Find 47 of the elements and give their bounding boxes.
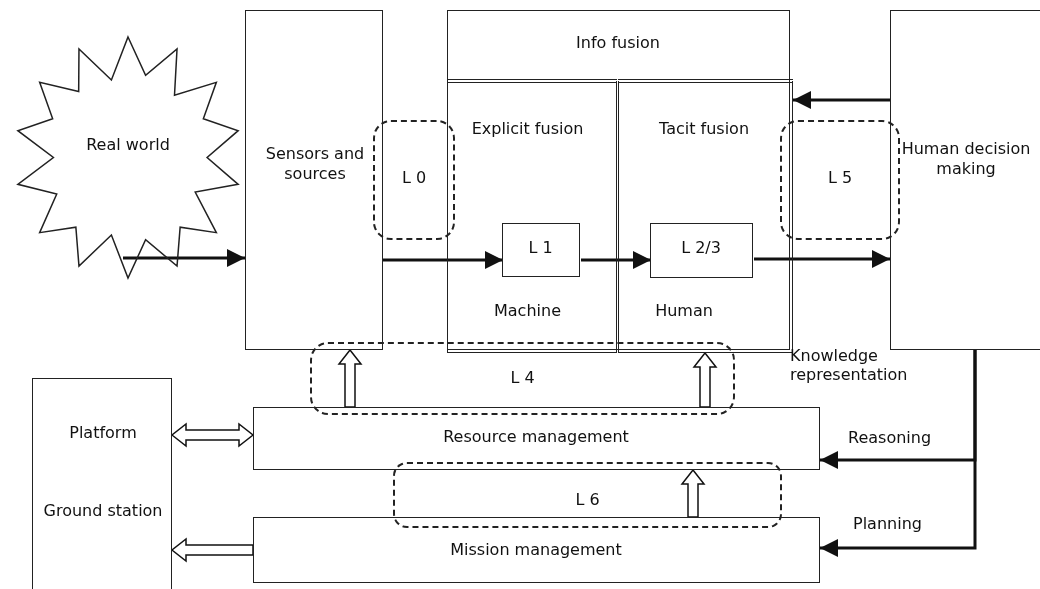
edge-label: Reasoning [848,428,932,448]
arrow [383,251,503,269]
process-box [890,10,1040,350]
arrow [793,91,890,109]
hollow-arrow [680,468,706,518]
process-box [502,223,580,277]
dashed-region [393,462,782,528]
hollow-arrow [170,422,255,448]
process-box [245,10,383,350]
arrow [754,250,890,268]
node-label: L 5 [826,168,854,188]
node-label: Explicit fusion [470,119,585,139]
dashed-region [780,120,900,240]
node-label: Machine [493,301,562,321]
process-box [447,10,790,350]
node-label: L 4 [509,368,536,388]
starburst-node [13,35,243,280]
node-label: Resource management [442,427,630,447]
node-label: Human decision making [901,139,1031,179]
arrow [581,251,651,269]
process-box [32,378,172,589]
node-label: Tacit fusion [659,119,749,139]
node-label: Platform [68,423,138,443]
process-box [650,223,753,278]
hollow-arrow [337,348,363,408]
node-label: Human [654,301,714,321]
node-label: Mission management [449,540,623,560]
arrow [820,350,977,557]
node-label: L 2/3 [680,238,722,258]
arrow [123,249,245,267]
annotation-label: Knowledge representation [790,346,909,385]
dashed-region [373,120,455,240]
section-panel [446,79,617,353]
node-label: Info fusion [575,33,661,53]
node-label: Real world [85,135,171,155]
node-label: Ground station [43,501,163,521]
dashed-region [310,342,735,415]
node-label: L 1 [527,238,554,258]
edge-label: Planning [853,514,922,534]
node-label: L 6 [574,490,601,510]
hollow-arrow [692,351,718,408]
node-label: Sensors and sources [264,144,366,184]
node-label: L 0 [400,168,428,188]
process-box [253,517,820,583]
hollow-arrow [170,537,254,563]
process-box [253,407,820,470]
section-panel [618,79,793,353]
